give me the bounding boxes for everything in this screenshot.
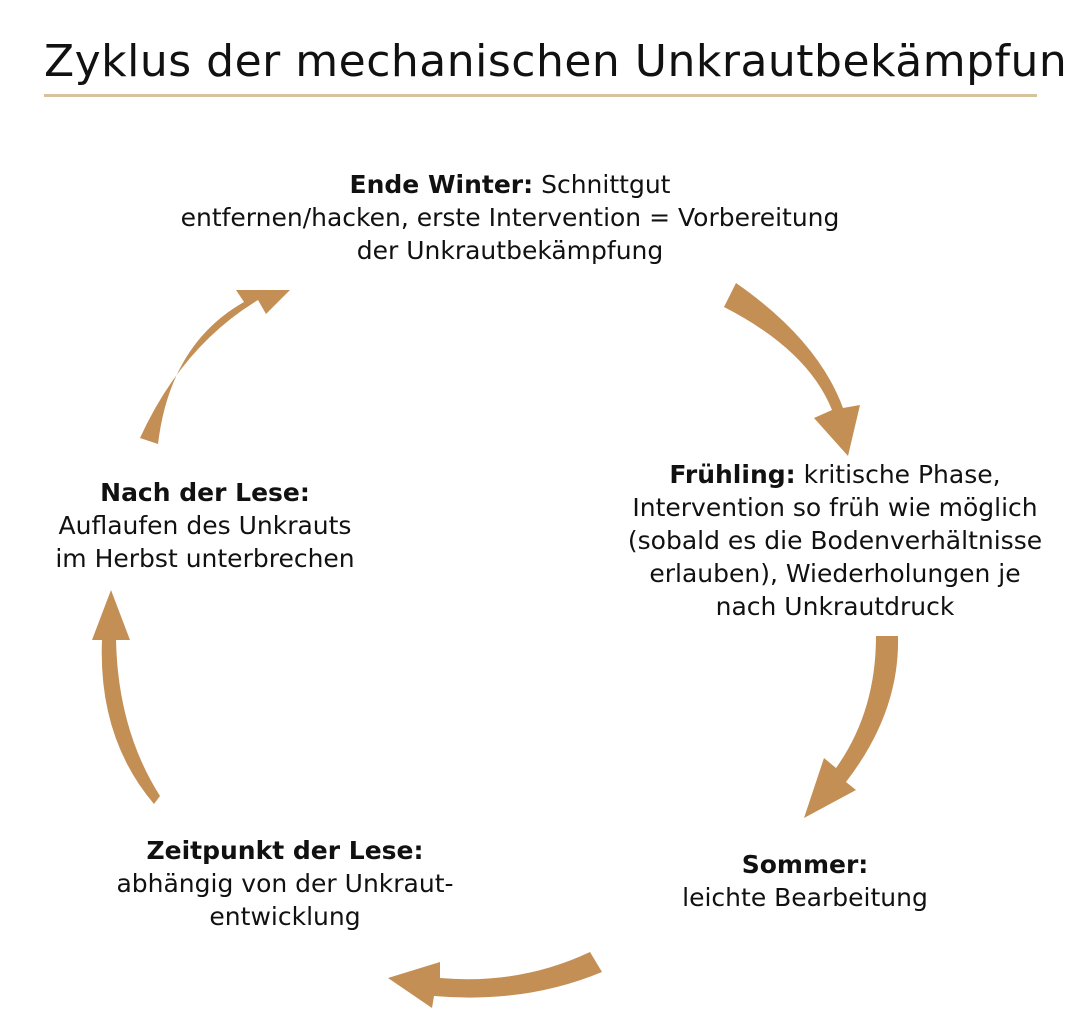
stage-text: entwicklung [209,902,361,931]
arrow-winter-to-fruehling [724,283,860,456]
arrow-nach-to-winter [140,290,290,444]
stage-text: entfernen/hacken, erste Intervention = V… [180,203,840,232]
stage-ende-winter: Ende Winter: Schnittgut entfernen/hacken… [120,168,900,267]
stage-sommer: Sommer: leichte Bearbeitung [640,848,970,914]
stage-text: Auflaufen des Unkrauts [58,511,352,540]
stage-text: im Herbst unterbrechen [55,544,355,573]
stage-heading: Ende Winter: [349,170,534,199]
title-underline [44,94,1037,97]
arrow-fruehling-to-sommer [804,636,899,818]
stage-heading: Nach der Lese: [100,478,310,507]
stage-nach-der-lese: Nach der Lese: Auflaufen des Unkrauts im… [5,476,405,575]
stage-text: abhängig von der Unkraut- [116,869,454,898]
stage-text: Intervention so früh wie möglich [632,493,1038,522]
stage-first-line: Zeitpunkt der Lese: [85,834,485,867]
stage-heading: Zeitpunkt der Lese: [146,836,424,865]
stage-text: der Unkrautbekämpfung [356,236,664,265]
stage-first-line: Frühling: kritische Phase, [600,458,1068,491]
stage-first-line: Sommer: [640,848,970,881]
stage-text: (sobald es die Bodenverhältnisse [627,526,1043,555]
stage-heading: Frühling: [669,460,796,489]
arrow-lese-to-nach [92,590,160,804]
arrow-sommer-to-lese [388,952,602,1008]
stage-first-line: Nach der Lese: [5,476,405,509]
stage-text: leichte Bearbeitung [682,883,928,912]
stage-heading: Sommer: [741,850,869,879]
diagram-title: Zyklus der mechanischen Unkrautbekämpfun… [44,36,1068,87]
stage-fruehling: Frühling: kritische Phase, Intervention … [600,458,1068,623]
stage-text: nach Unkrautdruck [715,592,955,621]
stage-zeitpunkt-der-lese: Zeitpunkt der Lese: abhängig von der Unk… [85,834,485,933]
stage-text: kritische Phase, [803,460,1001,489]
stage-first-line: Ende Winter: Schnittgut [120,168,900,201]
stage-text: erlauben), Wiederholungen je [649,559,1021,588]
stage-text: Schnittgut [541,170,671,199]
